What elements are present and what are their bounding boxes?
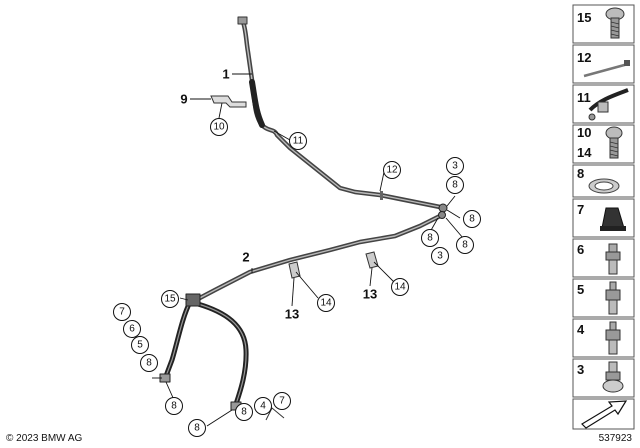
callout-4: 4	[260, 401, 266, 412]
leader-lines	[152, 73, 464, 427]
callout-14-left: 14	[320, 298, 332, 309]
callout-8-left: 8	[146, 358, 152, 369]
diagram-id: 537923	[598, 433, 632, 444]
callout-texts: 10 11 12 3 8 8 8 8 3 14 14 15 7 6 5 8 8 …	[119, 122, 475, 434]
legend-label-14: 14	[577, 145, 592, 160]
legend-label-6: 6	[577, 242, 584, 257]
callout-12: 12	[386, 165, 398, 176]
callout-14-right: 14	[394, 282, 406, 293]
legend-label-3: 3	[577, 362, 584, 377]
legend-label-8: 8	[577, 166, 584, 181]
label-part-13-right: 13	[363, 287, 377, 302]
legend-label-12: 12	[577, 50, 591, 65]
legend-label-5: 5	[577, 282, 584, 297]
label-part-13-left: 13	[285, 307, 299, 322]
parts-legend: 15 12 11 10 14 8 7 6 5 4 3	[572, 4, 635, 430]
copyright-text: © 2023 BMW AG	[6, 433, 83, 444]
callout-8-bottom-right: 8	[241, 407, 247, 418]
dust-cap-icon	[600, 207, 626, 231]
callout-8-mid-right: 8	[462, 240, 468, 251]
callout-8-top: 8	[452, 180, 458, 191]
callouts	[113, 118, 481, 437]
legend-label-4: 4	[577, 322, 585, 337]
fitting-icon	[605, 281, 621, 315]
callout-6: 6	[129, 324, 135, 335]
callout-3-top: 3	[452, 161, 458, 172]
legend-label-11: 11	[577, 90, 591, 105]
hollow-bolt-icon	[602, 361, 624, 393]
label-part-9: 9	[180, 92, 187, 107]
callout-7-bottom: 7	[279, 396, 285, 407]
callout-8-bottom-left: 8	[171, 401, 177, 412]
label-part-2: 2	[242, 250, 249, 265]
label-part-1: 1	[222, 67, 229, 82]
cable-tie-icon	[583, 60, 630, 78]
legend-label-15: 15	[577, 10, 591, 25]
bracket-13-left	[288, 261, 301, 279]
legend-label-7: 7	[577, 202, 584, 217]
arrow-icon	[581, 400, 628, 429]
bolt-icon	[605, 126, 623, 159]
callout-11: 11	[293, 136, 304, 147]
callout-7-left: 7	[119, 307, 125, 318]
bolt-icon	[605, 7, 625, 39]
callout-10: 10	[213, 122, 225, 133]
hose-clip-icon	[588, 88, 629, 121]
bleed-screw-icon	[605, 243, 621, 275]
fitting-icon	[605, 321, 621, 355]
brake-line-1	[237, 16, 448, 213]
callout-8-right: 8	[469, 214, 475, 225]
bracket-13-right	[365, 251, 379, 269]
seal-ring-icon	[588, 178, 620, 194]
callout-8-mid: 8	[427, 233, 433, 244]
main-labels: 1 9 2 13 13	[180, 67, 377, 322]
callout-5: 5	[137, 340, 143, 351]
callout-8-bottom: 8	[194, 423, 200, 434]
callout-3-mid: 3	[437, 251, 443, 262]
brake-line-2	[159, 211, 446, 411]
callout-15: 15	[164, 294, 176, 305]
legend-label-10: 10	[577, 125, 591, 140]
bracket-outline	[265, 407, 285, 421]
bracket-9	[210, 95, 247, 108]
